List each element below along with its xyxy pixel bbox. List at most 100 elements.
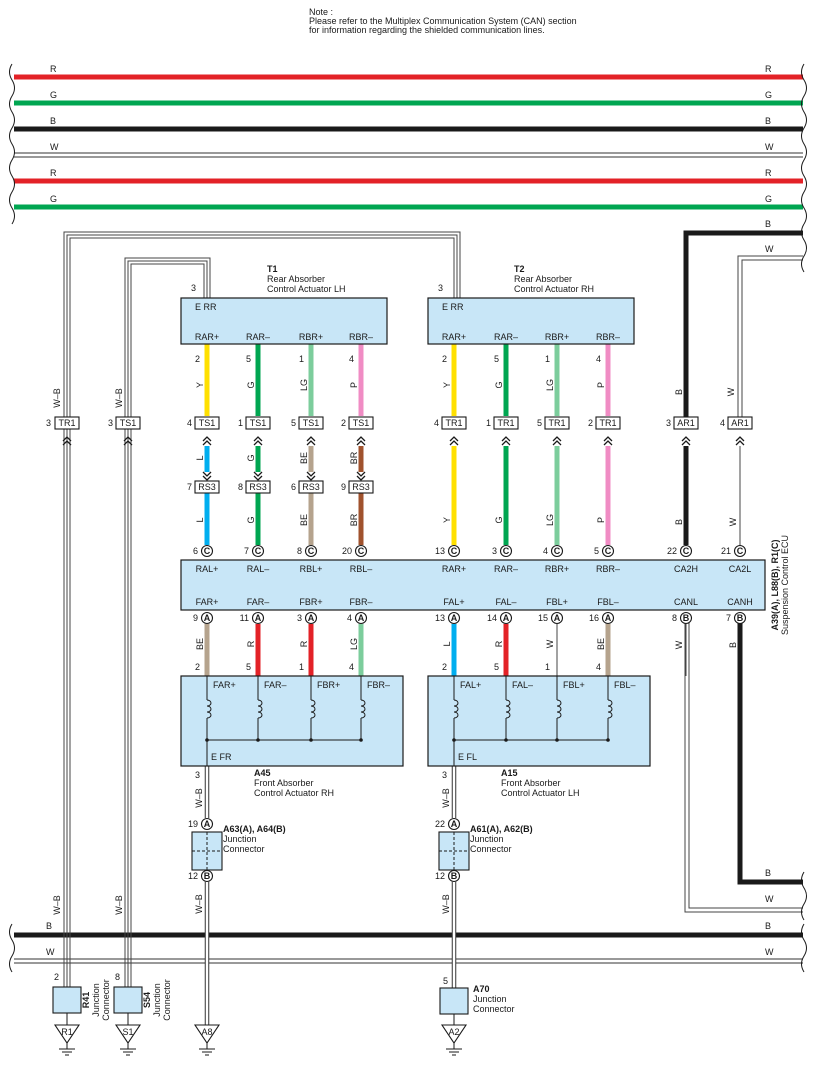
wire-color-code: BR — [349, 451, 359, 464]
wire-color-code: LG — [299, 379, 309, 391]
chevron-up-icon — [603, 440, 613, 446]
pin-number: 8 — [115, 972, 120, 982]
pin-function-label: FAR– — [247, 597, 270, 607]
coil-icon — [310, 699, 316, 719]
pin-number: 4 — [720, 418, 725, 428]
chevron-down-icon — [253, 471, 263, 477]
wire-color-code: B — [765, 116, 771, 126]
pin-circle — [447, 544, 461, 558]
pin-number: 4 — [187, 418, 192, 428]
note-title: Note : — [309, 7, 333, 17]
wire-layer — [14, 74, 803, 1025]
connector-name: TS1 — [353, 418, 370, 428]
pin-connector-letter: B — [737, 613, 744, 623]
pin-circle — [354, 611, 368, 625]
pin-connector-letter: C — [554, 546, 561, 556]
component-layer — [9, 63, 807, 1056]
pin-function-label: CA2L — [729, 564, 752, 574]
note-line: Please refer to the Multiplex Communicat… — [309, 16, 577, 26]
wire-color-code: LG — [349, 638, 359, 650]
wire-color-code: W–B — [441, 788, 451, 808]
connector-name: AR1 — [731, 418, 749, 428]
pin-function-label: RBL+ — [300, 564, 323, 574]
ground-point-id: R1 — [61, 1027, 73, 1037]
pin-function-label: FBR+ — [299, 597, 322, 607]
connector-name: TS1 — [120, 418, 137, 428]
pin-number: 2 — [341, 418, 346, 428]
pin-circle — [447, 817, 461, 831]
coil-icon — [556, 699, 562, 719]
pin-circle — [447, 611, 461, 625]
pin-connector-letter: C — [737, 546, 744, 556]
pin-number: 3 — [666, 418, 671, 428]
wire-color-code: LG — [545, 379, 555, 391]
pin-connector-letter: A — [451, 613, 458, 623]
pin-connector-letter: C — [451, 546, 458, 556]
pin-function-label: RAL– — [247, 564, 270, 574]
pin-connector-letter: C — [503, 546, 510, 556]
pin-connector-letter: A — [204, 819, 211, 829]
pin-connector-letter: C — [358, 546, 365, 556]
connector-name: TR1 — [497, 418, 514, 428]
wire-color-code: B — [728, 642, 738, 648]
pin-connector-letter: B — [683, 613, 690, 623]
wire-color-code: B — [674, 519, 684, 525]
pin-number: 3 — [108, 418, 113, 428]
inline-connector-box — [493, 416, 519, 430]
wire-color-code: G — [50, 194, 57, 204]
chevron-up-icon — [603, 436, 613, 442]
break-mark-icon — [801, 223, 807, 273]
pin-function-label: RAL+ — [196, 564, 219, 574]
chevron-up-icon — [202, 440, 212, 446]
pin-function-label: RAR+ — [442, 332, 466, 342]
pin-number: 5 — [291, 418, 296, 428]
connector-name: TR1 — [599, 418, 616, 428]
ground-point-id: S1 — [122, 1027, 133, 1037]
chevron-up-icon — [202, 436, 212, 442]
pin-number: 2 — [195, 354, 200, 364]
component-description: Connector — [470, 844, 512, 854]
connector-name: RS3 — [249, 482, 267, 492]
pin-number: 6 — [193, 546, 198, 556]
wire-color-code: G — [50, 90, 57, 100]
pin-number: 5 — [246, 354, 251, 364]
pin-number: 3 — [191, 283, 196, 293]
pin-number: 1 — [545, 354, 550, 364]
chevron-up-icon — [356, 440, 366, 446]
pin-number: 3 — [442, 770, 447, 780]
pin-circle — [499, 544, 513, 558]
pin-function-label: FBL– — [597, 597, 619, 607]
pin-circle — [304, 544, 318, 558]
pin-number: 12 — [188, 871, 198, 881]
pin-connector-letter: A — [358, 613, 365, 623]
pin-number: 5 — [443, 976, 448, 986]
inline-connector-box — [298, 416, 324, 430]
coil-icon — [360, 699, 366, 719]
pin-number: 3 — [46, 418, 51, 428]
component-description: Front Absorber — [254, 778, 314, 788]
wire-color-code: Y — [195, 382, 205, 388]
chevron-up-icon — [62, 436, 72, 442]
ts1-shield-wire — [130, 263, 205, 1000]
t1-actuator-box — [180, 297, 388, 345]
chevron-up-icon — [552, 436, 562, 442]
pin-number: 13 — [435, 546, 445, 556]
pin-connector-letter: C — [204, 546, 211, 556]
connector-name: RS3 — [198, 482, 216, 492]
pin-circle — [354, 544, 368, 558]
inline-connector-box — [194, 480, 220, 494]
connector-name: RS3 — [352, 482, 370, 492]
chevron-up-icon — [449, 436, 459, 442]
ground-pin-label: E FR — [211, 752, 232, 762]
wire-color-code: G — [765, 90, 772, 100]
pin-function-label: FAL– — [512, 680, 533, 690]
pin-number: 4 — [596, 662, 601, 672]
component-description: Junction — [223, 834, 257, 844]
ecu-connector-ids: A39(A), L88(B), R1(C) — [770, 539, 780, 630]
inline-connector-box — [673, 416, 699, 430]
coil-icon — [453, 699, 459, 719]
component-description: Junction — [470, 834, 504, 844]
connector-name: TR1 — [445, 418, 462, 428]
component-id: A61(A), A62(B) — [470, 824, 533, 834]
wire-color-code: R — [494, 640, 504, 647]
